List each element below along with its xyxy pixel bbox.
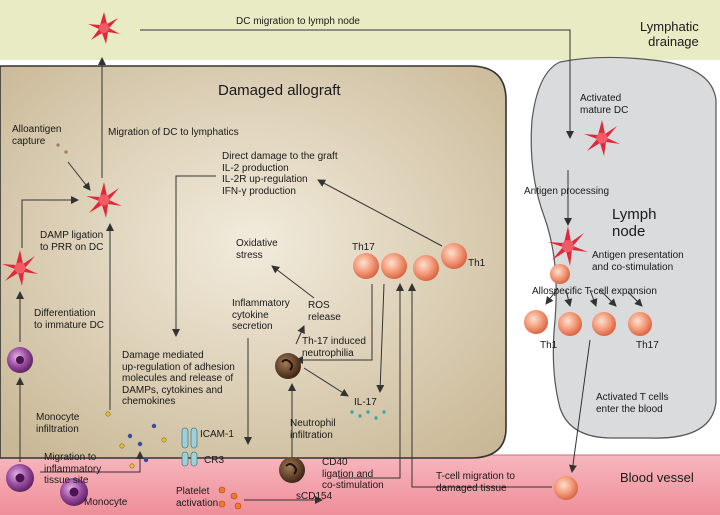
arrow-alloantigen-capture <box>67 161 91 191</box>
antigen-presentation-label: Antigen presentation and co-stimulation <box>592 250 684 273</box>
arrow-monocyte-migration <box>40 451 144 473</box>
arrow-expansion-2 <box>564 289 573 307</box>
t-cell-ln-3 <box>592 312 616 336</box>
t-cell-th17-graft-1 <box>353 253 379 279</box>
platelet-activation-label: Platelet activation <box>176 486 219 509</box>
th1-ln-label: Th1 <box>540 340 558 351</box>
inflammatory-cytokine-label: Inflammatory cytokine secretion <box>232 298 290 332</box>
t-cell-blood <box>554 476 578 500</box>
dendritic-cell-immature <box>2 250 38 286</box>
t-cell-presented <box>550 264 570 284</box>
neutrophil-graft <box>275 353 301 379</box>
icam1-label: ICAM-1 <box>200 429 234 440</box>
differentiation-label: Differentiation to immature DC <box>34 308 105 331</box>
arrow-cd40 <box>338 283 404 479</box>
arrow-neutrophil-to-il17 <box>303 367 349 397</box>
arrow-tcell-to-blood <box>568 339 591 473</box>
adhesion-molecules <box>181 427 198 467</box>
alloantigen-capture-label: Alloantigen capture <box>12 124 62 147</box>
tcell-migration-label: T-cell migration to damaged tissue <box>436 471 515 494</box>
th17-neutrophilia-label: Th-17 induced neutrophilia <box>302 336 366 359</box>
damaged-allograft-region <box>0 65 507 459</box>
neutrophil-infiltration-label: Neutrophil infiltration <box>290 418 336 441</box>
th17-ln-label: Th17 <box>636 340 659 351</box>
il17-particles <box>350 410 386 420</box>
alloantigen-particles <box>56 143 68 154</box>
arrow-dc-to-lymph-node <box>140 29 574 139</box>
damage-mediated-label: Damage mediated up-regulation of adhesio… <box>122 350 235 407</box>
t-cell-th17-graft-2 <box>381 253 407 279</box>
monocyte-label: Monocyte <box>84 497 128 508</box>
dendritic-cell-activated-graft <box>86 182 122 218</box>
dendritic-cell-lymphatic <box>88 12 120 44</box>
cd40-ligation-label: CD40 ligation and co-stimulation <box>322 457 384 491</box>
scd154-label: sCD154 <box>296 491 333 502</box>
t-cell-th1-graft <box>441 243 467 269</box>
monocyte-tissue <box>7 347 33 373</box>
damaged-allograft-title: Damaged allograft <box>218 82 341 99</box>
t-cell-th17-ln <box>628 312 652 336</box>
il17-label: IL-17 <box>354 397 377 408</box>
cr3-label: CR3 <box>204 455 225 466</box>
arrow-direct-damage-feedback <box>172 175 216 337</box>
blood-vessel-band <box>0 455 720 515</box>
oxidative-stress-label: Oxidative stress <box>236 238 278 261</box>
t-cell-graft-3 <box>413 255 439 281</box>
th17-graft-label: Th17 <box>352 242 375 253</box>
arrow-expansion-5 <box>627 291 643 307</box>
t-cell-ln-2 <box>558 312 582 336</box>
monocyte-blood-1 <box>6 464 34 492</box>
blood-vessel-label: Blood vessel <box>620 470 694 485</box>
antigen-processing-label: Antigen processing <box>524 186 610 197</box>
migration-dc-lymphatics-label: Migration of DC to lymphatics <box>108 127 239 138</box>
activated-dc-label: Activated mature DC <box>580 93 629 116</box>
neutrophil-blood <box>279 457 305 483</box>
arrow-th17-to-neutrophil <box>295 284 373 364</box>
dc-migration-label: DC migration to lymph node <box>236 16 360 27</box>
arrow-tcell-migration <box>408 283 552 488</box>
arrow-differentiation <box>21 196 79 248</box>
arrow-expansion-4 <box>599 289 617 307</box>
monocyte-blood-2 <box>60 478 88 506</box>
dendritic-cell-activated-mature <box>584 120 620 156</box>
arrow-expansion-1 <box>545 287 559 305</box>
t-cell-th1-ln <box>524 310 548 334</box>
arrow-th17-to-il17 <box>376 283 385 393</box>
arrow-expansion-3 <box>589 289 598 307</box>
migration-inflammatory-label: Migration to inflammatory tissue site <box>44 452 102 486</box>
arrow-neutrophil-to-ros <box>295 325 305 345</box>
monocyte-infiltration-label: Monocyte infiltration <box>36 412 80 435</box>
lymphatic-drainage-label: Lymphatic drainage <box>640 19 699 49</box>
dendritic-cell-presenting <box>548 226 588 266</box>
damp-ligation-label: DAMP ligation to PRR on DC <box>40 230 104 253</box>
allospecific-label: Allospecific T-cell expansion <box>532 286 657 297</box>
arrow-th1-to-direct-damage <box>317 179 443 247</box>
platelets <box>218 486 242 510</box>
arrow-ros-to-oxidative <box>271 265 315 299</box>
ros-release-label: ROS release <box>308 300 341 323</box>
lymph-node-label: Lymph node <box>612 206 657 240</box>
damp-particles <box>105 411 167 469</box>
activated-tcells-label: Activated T cells enter the blood <box>596 392 669 415</box>
direct-damage-label: Direct damage to the graft IL-2 producti… <box>222 151 338 197</box>
lymph-node-region <box>530 56 717 439</box>
th1-graft-label: Th1 <box>468 258 486 269</box>
